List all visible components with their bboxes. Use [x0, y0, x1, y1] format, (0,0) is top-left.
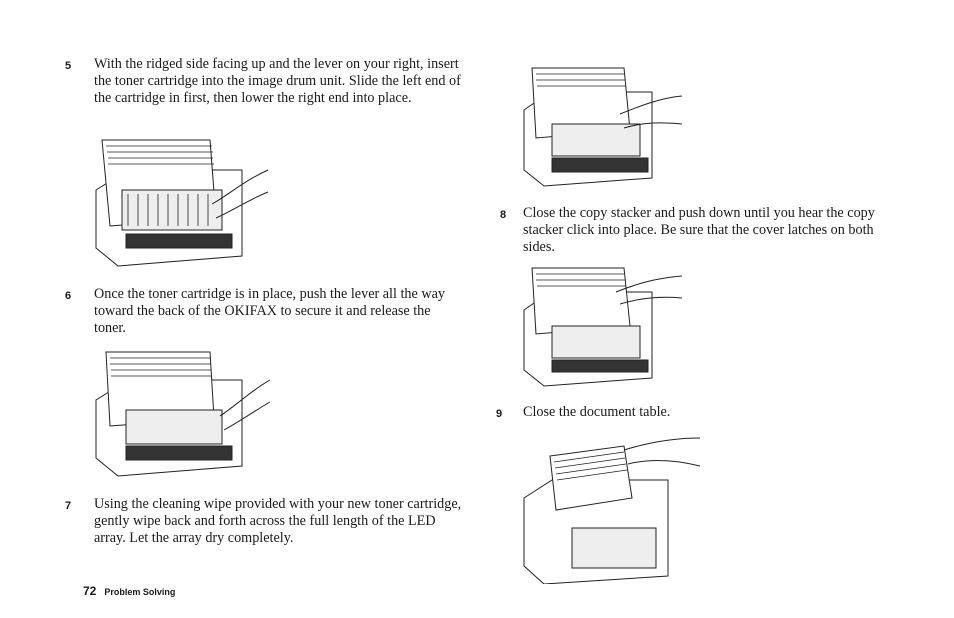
step-number: 6: [65, 290, 72, 302]
step-text: With the ridged side facing up and the l…: [94, 56, 461, 106]
step-text: Using the cleaning wipe provided with yo…: [94, 496, 462, 546]
section-name: Problem Solving: [104, 587, 176, 597]
illustration-close-copy-stacker: [520, 266, 685, 388]
page-number: 72: [83, 584, 97, 598]
step-text: Once the toner cartridge is in place, pu…: [94, 286, 446, 336]
illustration-insert-toner: [92, 138, 272, 268]
step-number: 8: [500, 209, 507, 221]
page-footer: 72 Problem Solving: [83, 582, 175, 600]
step-text: Close the document table.: [523, 404, 671, 420]
step-number: 7: [65, 500, 72, 512]
step-number: 9: [496, 408, 503, 420]
step-number: 5: [65, 60, 72, 72]
illustration-push-lever: [92, 350, 272, 478]
illustration-close-document-table: [520, 436, 702, 584]
step-text: Close the copy stacker and push down unt…: [523, 205, 875, 255]
illustration-wipe-led-array: [520, 66, 685, 188]
